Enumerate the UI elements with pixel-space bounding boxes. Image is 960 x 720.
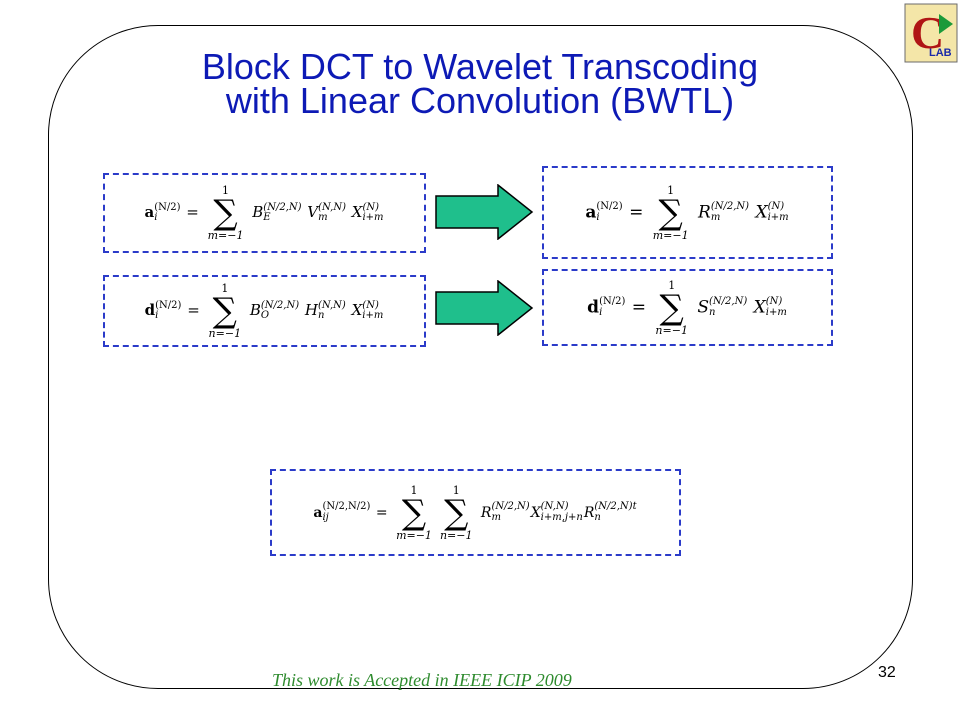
equation-box-d-dct: d(N/2)i = 1∑n=−1 B(N/2,N)O H(N,N)n X(N)i… [103, 275, 426, 347]
equation-d-wavelet: d(N/2)i = 1∑n=−1 S(N/2,N)n X(N)i+m [587, 278, 787, 337]
lab-logo: C LAB [904, 3, 958, 63]
equation-box-a-dct: a(N/2)i = 1∑m=−1 B(N/2,N)E V(N,N)m X(N)i… [103, 173, 426, 253]
title-line-2: with Linear Convolution (BWTL) [225, 80, 735, 121]
page-number: 32 [878, 664, 896, 681]
equation-box-a-wavelet: a(N/2)i = 1∑m=−1 R(N/2,N)m X(N)i+m [542, 166, 833, 259]
footnote: This work is Accepted in IEEE ICIP 2009 [272, 670, 572, 690]
slide-title: Block DCT to Wavelet Transcoding with Li… [120, 46, 840, 121]
equation-d-dct: d(N/2)i = 1∑n=−1 B(N/2,N)O H(N,N)n X(N)i… [144, 282, 384, 340]
logo-text: LAB [929, 47, 952, 59]
equation-a-wavelet: a(N/2)i = 1∑m=−1 R(N/2,N)m X(N)i+m [585, 183, 789, 242]
equation-box-d-wavelet: d(N/2)i = 1∑n=−1 S(N/2,N)n X(N)i+m [542, 269, 833, 346]
arrow-right-icon [435, 280, 534, 336]
equation-a-dct: a(N/2)i = 1∑m=−1 B(N/2,N)E V(N,N)m X(N)i… [144, 184, 384, 242]
arrow-right-icon [435, 184, 534, 240]
title-line-1: Block DCT to Wavelet Transcoding [201, 46, 759, 87]
slide-frame [48, 25, 913, 689]
logo-letter: C [911, 7, 944, 58]
